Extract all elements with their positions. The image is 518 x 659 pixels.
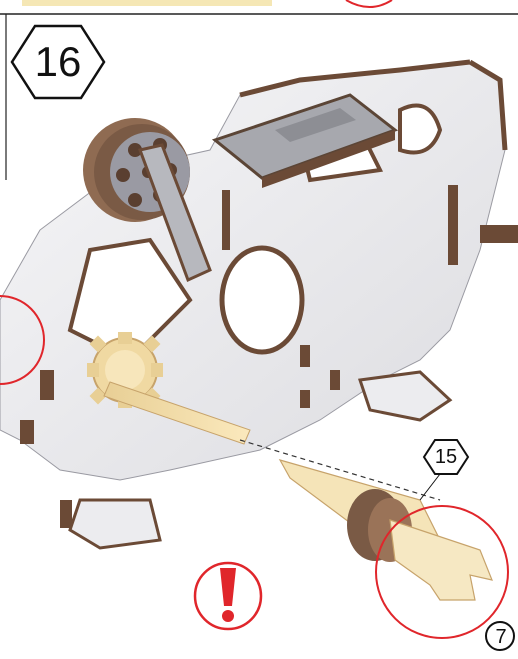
foot-tab-left (70, 500, 160, 548)
previous-step-strip (22, 0, 272, 6)
step-number: 16 (12, 22, 104, 102)
previous-highlight-arc (346, 0, 392, 7)
part-7-label: 7 (484, 620, 518, 654)
warning-icon (195, 563, 261, 629)
foot-tab-right (360, 372, 450, 420)
part-7-key (390, 520, 492, 600)
frame-large-hole (222, 248, 302, 352)
part-15-label: 15 (424, 438, 468, 476)
